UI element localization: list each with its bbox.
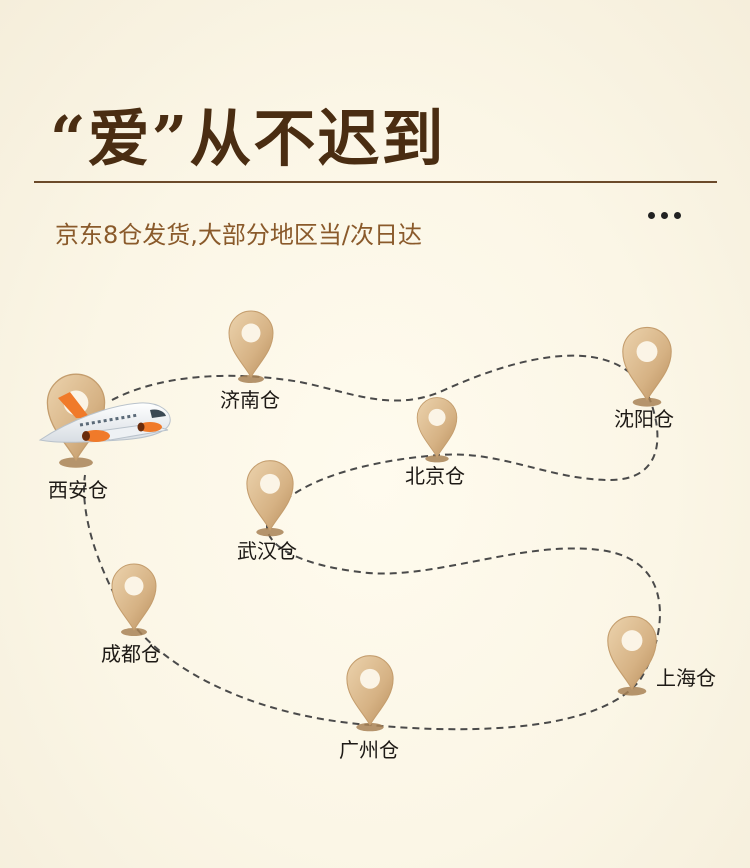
label-jinan: 济南仓 (220, 388, 280, 412)
pin-shanghai[interactable] (607, 615, 657, 697)
location-pin-icon (622, 326, 672, 408)
pin-beijing[interactable] (416, 397, 458, 463)
label-chengdu: 成都仓 (101, 642, 161, 666)
label-wuhan: 武汉仓 (237, 539, 297, 563)
location-pin-icon (111, 563, 157, 637)
page-title: “爱”从不迟到 (50, 102, 446, 175)
label-shanghai: 上海仓 (656, 666, 716, 690)
dot (661, 212, 668, 219)
label-beijing: 北京仓 (405, 464, 465, 488)
pin-jinan[interactable] (228, 310, 274, 384)
label-guangzhou: 广州仓 (339, 738, 399, 762)
more-dots-icon[interactable] (648, 212, 681, 219)
pin-wuhan[interactable] (246, 460, 294, 537)
shipping-subtitle: 京东8仓发货,大部分地区当/次日达 (55, 221, 422, 249)
dot (648, 212, 655, 219)
location-pin-icon (246, 460, 294, 537)
location-pin-icon (228, 310, 274, 384)
location-pin-icon (346, 655, 394, 732)
dot (674, 212, 681, 219)
location-pin-icon (607, 615, 657, 697)
pin-shenyang[interactable] (622, 326, 672, 408)
label-xian: 西安仓 (48, 478, 108, 502)
pin-chengdu[interactable] (111, 563, 157, 637)
location-pin-icon (416, 397, 458, 463)
airplane-icon (38, 392, 171, 443)
pin-guangzhou[interactable] (346, 655, 394, 732)
label-shenyang: 沈阳仓 (614, 407, 674, 431)
title-divider (34, 181, 717, 183)
